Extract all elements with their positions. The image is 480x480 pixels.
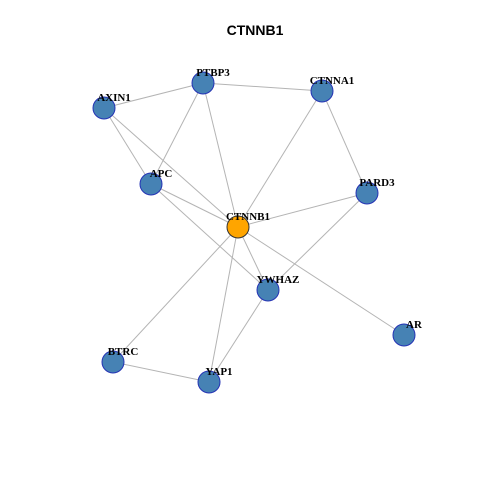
edge-axin1-ptpb3	[103, 82, 204, 109]
diagram-title: CTNNB1	[227, 22, 284, 38]
edge-ptpb3-ctnna1	[202, 82, 323, 92]
node-ptpb3[interactable]	[191, 71, 215, 95]
node-axin1[interactable]	[92, 96, 116, 120]
node-apc[interactable]	[139, 172, 163, 196]
node-ctnna1[interactable]	[310, 79, 334, 103]
edge-ctnnb1-btrc	[112, 226, 239, 363]
node-label-ctnnb1: CTNNB1	[226, 211, 270, 223]
node-label-yap1: YAP1	[205, 366, 232, 378]
node-label-apc: APC	[150, 168, 173, 180]
node-pard3[interactable]	[355, 181, 379, 205]
edge-ctnnb1-ywhaz	[237, 226, 269, 291]
edge-ctnnb1-yap1	[208, 226, 239, 383]
edge-ptpb3-ctnnb1	[202, 82, 239, 228]
node-label-ywhaz: YWHAZ	[257, 274, 300, 286]
edge-axin1-ctnnb1	[103, 107, 239, 228]
node-label-btrc: BTRC	[108, 346, 139, 358]
edge-axin1-apc	[103, 107, 152, 185]
edge-pard3-ctnnb1	[237, 192, 368, 228]
edge-ctnna1-ctnnb1	[237, 90, 323, 228]
edge-apc-ywhaz	[150, 183, 269, 291]
edge-btrc-yap1	[112, 361, 210, 383]
node-ar[interactable]	[392, 323, 416, 347]
node-ywhaz[interactable]	[256, 278, 280, 302]
edge-ptpb3-apc	[150, 82, 204, 185]
node-label-pard3: PARD3	[359, 177, 395, 189]
edge-ywhaz-yap1	[208, 289, 269, 383]
edge-ctnnb1-ar	[237, 226, 405, 336]
node-label-ptpb3: PTBP3	[196, 67, 230, 79]
node-layer	[92, 71, 416, 394]
node-ctnnb1[interactable]	[226, 215, 250, 239]
node-label-ar: AR	[406, 319, 423, 331]
edge-pard3-ywhaz	[267, 192, 368, 291]
node-btrc[interactable]	[101, 350, 125, 374]
edge-layer	[103, 82, 405, 383]
node-label-axin1: AXIN1	[97, 92, 131, 104]
node-label-ctnna1: CTNNA1	[310, 75, 355, 87]
node-yap1[interactable]	[197, 370, 221, 394]
edge-ctnna1-pard3	[321, 90, 368, 194]
edge-apc-ctnnb1	[150, 183, 239, 228]
